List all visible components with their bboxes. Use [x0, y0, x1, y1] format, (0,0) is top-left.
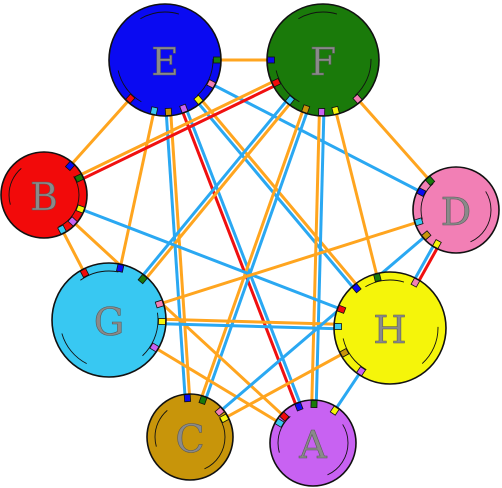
node-rim-b — [8, 159, 80, 231]
node-circle-e — [108, 3, 222, 117]
port-marker-b-e — [64, 160, 76, 172]
port-marker-b-a — [67, 216, 78, 227]
node-d[interactable]: D — [412, 166, 500, 254]
node-rim-g — [59, 270, 159, 370]
port-marker-b-f — [74, 173, 85, 183]
edge-b-h-blue — [43, 193, 391, 330]
node-circle-f — [266, 3, 380, 117]
port-marker-h-e — [351, 282, 362, 294]
port-marker-b-g — [57, 224, 67, 235]
port-marker-e-d — [206, 79, 217, 89]
node-circle-c — [146, 393, 234, 481]
node-rim-f — [274, 11, 372, 109]
port-marker-h-b — [336, 304, 347, 314]
node-label-a: A — [298, 423, 327, 467]
node-rim-c — [154, 401, 226, 473]
node-rim-e — [116, 11, 214, 109]
edge-f-c-orange — [186, 58, 323, 437]
port-marker-d-g — [414, 217, 424, 227]
edge-f-a-orange — [309, 59, 323, 443]
port-marker-g-f — [137, 273, 148, 285]
port-marker-g-h — [157, 318, 166, 326]
node-circle-h — [333, 271, 447, 385]
node-g[interactable]: G — [51, 262, 167, 378]
port-marker-g-a — [149, 342, 160, 353]
port-marker-e-c — [164, 107, 173, 117]
edge-e-h-blue — [162, 60, 390, 331]
node-label-e: E — [151, 40, 179, 84]
node-circle-b — [0, 151, 88, 239]
port-marker-e-b — [125, 93, 136, 104]
node-f[interactable]: F — [266, 3, 380, 117]
node-b[interactable]: B — [0, 151, 88, 239]
node-rim-h — [341, 279, 439, 377]
node-a[interactable]: A — [269, 399, 357, 487]
port-marker-f-b — [271, 77, 282, 88]
port-marker-e-h — [193, 94, 204, 106]
port-marker-f-a — [318, 107, 326, 116]
port-marker-b-h — [75, 204, 86, 214]
port-marker-h-d — [410, 277, 421, 288]
node-circle-d — [412, 166, 500, 254]
node-label-d: D — [441, 190, 471, 234]
port-marker-e-a — [179, 103, 189, 114]
port-marker-c-e — [183, 393, 192, 403]
node-label-b: B — [30, 175, 58, 219]
node-label-g: G — [94, 300, 124, 344]
port-marker-d-c — [421, 230, 432, 241]
edge-g-d-orange — [108, 208, 457, 322]
port-marker-h-f — [373, 272, 382, 283]
port-marker-c-d — [214, 406, 225, 417]
edge-c-d-blue — [189, 208, 457, 439]
port-marker-f-g — [284, 94, 296, 106]
port-marker-f-h — [331, 105, 340, 116]
node-label-c: C — [175, 417, 204, 461]
port-marker-d-f — [424, 175, 436, 186]
port-marker-h-a — [356, 366, 367, 377]
node-e[interactable]: E — [108, 3, 222, 117]
node-label-f: F — [310, 40, 336, 84]
node-layer: E F B D G H C A — [0, 3, 500, 487]
port-marker-g-b — [79, 267, 90, 279]
port-marker-e-f — [213, 56, 221, 64]
port-marker-f-e — [267, 56, 275, 64]
edge-layer — [42, 56, 460, 445]
edge-e-a-blue — [165, 58, 317, 443]
port-marker-d-h — [432, 238, 442, 250]
node-c[interactable]: C — [146, 393, 234, 481]
port-marker-f-c — [301, 104, 311, 114]
port-marker-c-h — [219, 413, 230, 424]
port-marker-c-f — [198, 395, 208, 406]
node-h[interactable]: H — [333, 271, 447, 385]
node-circle-a — [269, 399, 357, 487]
node-rim-d — [420, 174, 492, 246]
edge-f-c-blue — [190, 60, 327, 439]
node-rim-a — [277, 407, 349, 479]
port-marker-a-e — [294, 401, 304, 412]
port-marker-a-b — [279, 411, 290, 422]
port-marker-g-e — [116, 263, 125, 273]
port-marker-f-d — [352, 93, 363, 105]
port-marker-h-c — [339, 348, 350, 358]
node-circle-g — [51, 262, 167, 378]
port-marker-d-e — [416, 187, 427, 197]
port-marker-a-f — [310, 400, 318, 408]
port-marker-h-g — [334, 323, 343, 331]
port-marker-a-g — [274, 417, 285, 428]
edge-e-c-blue — [161, 60, 190, 438]
port-marker-a-h — [329, 405, 340, 416]
node-label-h: H — [373, 308, 406, 352]
port-marker-e-g — [149, 106, 159, 116]
port-marker-g-d — [154, 299, 165, 309]
